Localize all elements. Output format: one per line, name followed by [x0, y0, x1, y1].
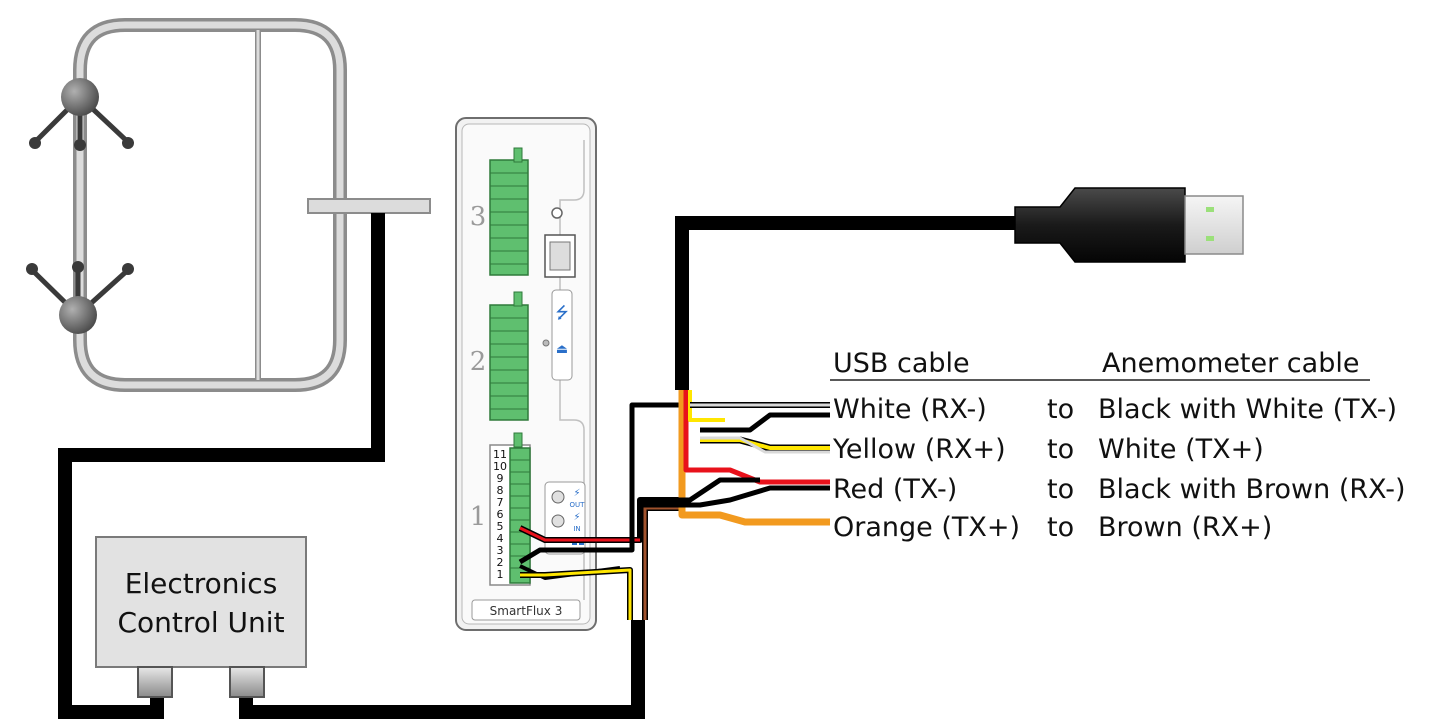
row-4-to: to [1047, 512, 1074, 543]
status-out-label: OUT [570, 501, 586, 509]
row-2-anem: White (TX+) [1098, 434, 1264, 465]
in-led-icon [551, 514, 565, 528]
anemometer-cable [58, 213, 385, 719]
table-header-anemometer: Anemometer cable [1102, 348, 1359, 379]
eject-icon: ⏏ [556, 342, 568, 357]
ecu-to-device-cable [239, 620, 645, 719]
table-header-usb: USB cable [833, 348, 970, 379]
electronics-control-unit: Electronics Control Unit [95, 536, 307, 698]
pin-3: 3 [497, 544, 504, 557]
pin-8: 8 [497, 484, 504, 497]
row-3-usb: Red (TX-) [833, 474, 957, 505]
pin-11: 11 [493, 448, 507, 461]
row-4-usb: Orange (TX+) [833, 512, 1020, 543]
row-2-usb: Yellow (RX+) [832, 434, 1006, 465]
ecu-label-line1: Electronics [125, 567, 278, 600]
row-1-anem: Black with White (TX-) [1098, 394, 1397, 425]
port-label-1: 1 [470, 502, 487, 532]
ecu-connector-right [229, 666, 265, 698]
ecu-connector-left [137, 666, 173, 698]
row-3-to: to [1047, 474, 1074, 505]
usb-port [544, 234, 576, 278]
pin-6: 6 [497, 508, 504, 521]
pin-numbers: 11 10 9 8 7 6 5 4 3 2 1 [493, 448, 507, 581]
upper-transducer [29, 78, 134, 151]
status-panel: ⚡ OUT ⚡ IN [544, 481, 586, 555]
pin-2: 2 [497, 556, 504, 569]
device-label: SmartFlux 3 [490, 604, 563, 618]
out-led-icon [551, 490, 565, 504]
mounting-arm [307, 198, 431, 214]
row-3-anem: Black with Brown (RX-) [1098, 474, 1406, 505]
smartflux-device: 3 2 1 [455, 117, 597, 631]
pin-1: 1 [497, 568, 504, 581]
wire-bundle [518, 390, 830, 620]
row-1-to: to [1047, 394, 1074, 425]
usb-icon: ⭍ [555, 303, 568, 322]
anemometer-frame [73, 18, 347, 392]
anemometer [26, 18, 431, 392]
lightning-in-icon: ⚡ [573, 512, 580, 523]
port-label-3: 3 [470, 202, 487, 232]
usb-plug [1014, 187, 1244, 263]
pin-5: 5 [497, 520, 504, 533]
pin-9: 9 [497, 472, 504, 485]
status-in-label: IN [573, 525, 580, 533]
pin-10: 10 [493, 460, 507, 473]
pin-4: 4 [497, 532, 504, 545]
port-label-2: 2 [470, 347, 487, 377]
ecu-label-line2: Control Unit [117, 606, 284, 639]
usb-cable [675, 216, 1020, 390]
wire-black-1 [518, 402, 682, 565]
lightning-out-icon: ⚡ [573, 488, 580, 499]
reset-button-icon [551, 207, 563, 219]
terminal-block-2 [489, 291, 529, 421]
wire-brown-to-ecu-cable [642, 505, 680, 620]
row-4-anem: Brown (RX+) [1098, 512, 1272, 543]
row-1-usb: White (RX-) [833, 394, 987, 425]
row-2-to: to [1047, 434, 1074, 465]
connection-table: USB cable Anemometer cable White (RX-) t… [830, 348, 1406, 543]
terminal-block-3 [489, 147, 529, 276]
pin-7: 7 [497, 496, 504, 509]
lower-transducer [26, 261, 134, 334]
usb-panel: ⭍ ⏏ [551, 289, 573, 381]
